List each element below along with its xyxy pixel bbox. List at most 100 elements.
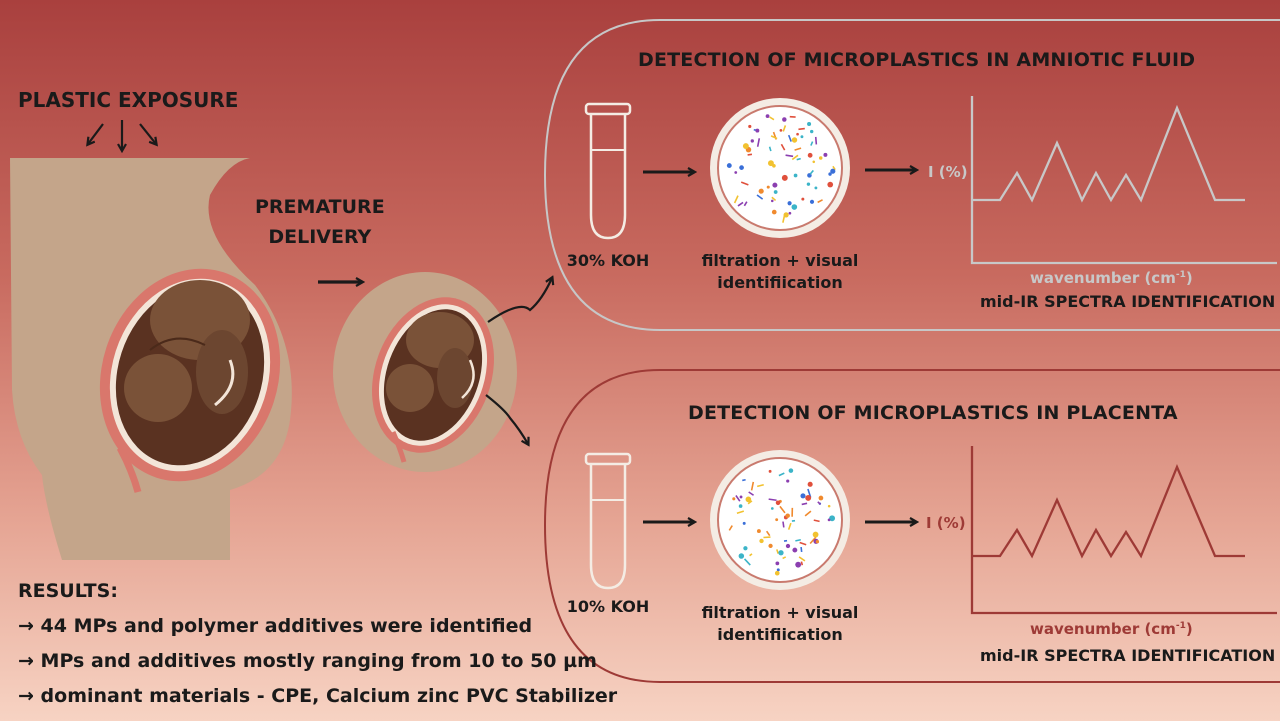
- microplastic-particle: [798, 556, 806, 562]
- microplastic-particle: [801, 197, 805, 201]
- microplastic-particle: [765, 114, 770, 119]
- microplastic-particle: [726, 163, 732, 169]
- y-axis-label-placenta: I (%): [926, 514, 966, 532]
- microplastic-particle: [817, 199, 823, 204]
- microplastic-particle: [732, 497, 736, 501]
- microplastic-particle: [791, 204, 798, 210]
- microplastic-particle: [775, 500, 781, 506]
- microplastic-particle: [742, 143, 749, 150]
- microplastic-particle: [785, 513, 790, 518]
- filtration-line-2: identifiication: [717, 625, 843, 644]
- panel-title-amniotic: DETECTION OF MICROPLASTICS IN AMNIOTIC F…: [638, 49, 1196, 71]
- microplastic-particle: [748, 124, 752, 129]
- microplastic-particle: [828, 172, 832, 176]
- x-axis-label-placenta: wavenumber (cm-1): [1030, 620, 1193, 638]
- microplastic-particle: [734, 171, 738, 174]
- microplastic-particle: [830, 168, 836, 174]
- microplastic-particle: [806, 182, 811, 186]
- microplastic-particle: [793, 173, 798, 178]
- microplastic-particle: [737, 201, 744, 207]
- microplastic-particle: [766, 185, 770, 189]
- microplastic-particle: [801, 502, 808, 506]
- microplastic-particle: [776, 549, 779, 554]
- x-axis-label-tail: ): [1185, 269, 1193, 287]
- microplastic-particle: [809, 129, 814, 134]
- microplastic-particle: [785, 543, 791, 549]
- microplastic-particle: [783, 212, 789, 218]
- microplastic-particle: [798, 127, 805, 131]
- test-tube-icon: [584, 452, 632, 590]
- spectra-caption-placenta: mid-IR SPECTRA IDENTIFICATION: [980, 646, 1276, 665]
- result-item: → MPs and additives mostly ranging from …: [18, 650, 597, 672]
- microplastic-particle: [773, 190, 778, 194]
- microplastic-particle: [800, 493, 806, 499]
- microplastic-particle: [800, 561, 804, 566]
- microplastic-particle: [735, 495, 741, 502]
- result-item: → 44 MPs and polymer additives were iden…: [18, 615, 533, 637]
- microplastic-particle: [796, 132, 799, 136]
- microplastic-particle: [738, 553, 745, 559]
- microplastic-particle: [807, 152, 813, 158]
- microplastic-particle: [772, 163, 776, 168]
- microplastic-particle: [742, 521, 746, 525]
- microplastic-particle: [829, 515, 836, 522]
- microplastic-particle: [796, 157, 801, 161]
- microplastic-particle: [792, 547, 798, 553]
- microplastic-particle: [804, 510, 812, 517]
- microplastic-particle: [823, 152, 828, 157]
- microplastic-particle: [795, 561, 802, 568]
- fetus-illustration: [124, 280, 250, 422]
- microplastic-particle: [738, 504, 743, 508]
- microplastic-particle: [787, 134, 792, 142]
- microplastic-particle: [758, 188, 764, 194]
- microplastic-particle: [779, 505, 786, 514]
- microplastic-particle: [782, 556, 787, 560]
- filtration-line-2: identifiication: [717, 273, 843, 292]
- microplastic-particle: [772, 182, 778, 188]
- microplastic-particle: [817, 501, 821, 505]
- microplastic-particle: [768, 498, 777, 502]
- results-heading: RESULTS:: [18, 580, 118, 602]
- microplastic-particle: [779, 129, 783, 132]
- spectrum-plot-icon: [970, 446, 1277, 615]
- result-item: → dominant materials - CPE, Calcium zinc…: [18, 685, 618, 707]
- microplastic-particle: [747, 500, 753, 505]
- x-axis-label-text: wavenumber (cm: [1030, 620, 1176, 638]
- microplastic-particle: [770, 199, 774, 203]
- microplastic-particle: [743, 201, 748, 207]
- premature-delivery-line-2: DELIVERY: [268, 226, 372, 248]
- microplastic-particle: [755, 128, 760, 133]
- pregnant-body-illustration: [10, 158, 292, 560]
- microplastic-particle: [781, 174, 788, 181]
- microplastic-particle: [771, 196, 777, 202]
- microplastic-particle: [800, 135, 804, 139]
- microplastic-particle: [745, 496, 752, 503]
- x-axis-label-tail: ): [1185, 620, 1193, 638]
- microplastic-particle: [786, 479, 790, 483]
- microplastic-particle: [814, 186, 818, 190]
- x-axis-label-sup: -1: [1175, 621, 1186, 631]
- microplastic-particle: [739, 165, 744, 170]
- microplastic-particle: [743, 558, 751, 566]
- microplastic-particle: [807, 481, 813, 487]
- microplastic-particle: [769, 116, 775, 121]
- microplastic-particle: [771, 209, 777, 215]
- microplastic-particle: [827, 504, 831, 508]
- test-tube-icon: [584, 102, 632, 240]
- microplastic-particle: [765, 530, 771, 537]
- microplastic-particle: [832, 165, 836, 171]
- microplastic-particle: [809, 536, 817, 545]
- microplastic-particle: [780, 143, 786, 151]
- microplastic-particle: [733, 195, 739, 204]
- microplastic-particle: [776, 568, 780, 572]
- microplastic-particle: [814, 136, 818, 145]
- microplastic-particle: [736, 510, 745, 514]
- microplastic-particle: [774, 570, 780, 576]
- spectra-caption-amniotic: mid-IR SPECTRA IDENTIFICATION: [980, 292, 1276, 311]
- microplastic-particle: [807, 122, 812, 127]
- filter-dish-icon: [710, 450, 850, 590]
- microplastic-particle: [812, 160, 816, 164]
- microplastic-particle: [739, 495, 743, 499]
